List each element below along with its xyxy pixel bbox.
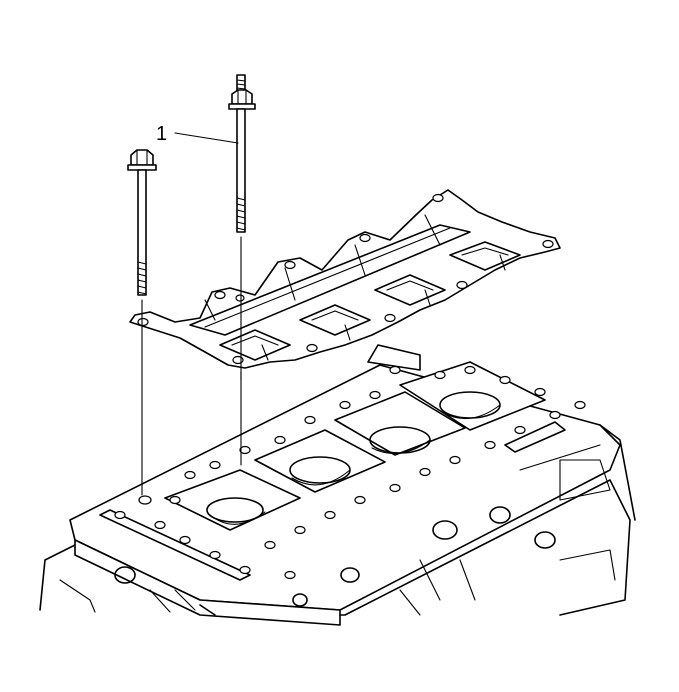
callout-label: 1 (156, 123, 167, 145)
deck-bolt-holes (114, 365, 586, 580)
callout-1: 1 (156, 123, 239, 145)
oil-deflector-bolt (127, 74, 256, 496)
oil-deflector (129, 189, 561, 369)
engine-block (39, 344, 636, 626)
left-bolt (127, 149, 157, 296)
right-bolt (228, 74, 256, 233)
deflector-mount-holes (137, 193, 554, 365)
